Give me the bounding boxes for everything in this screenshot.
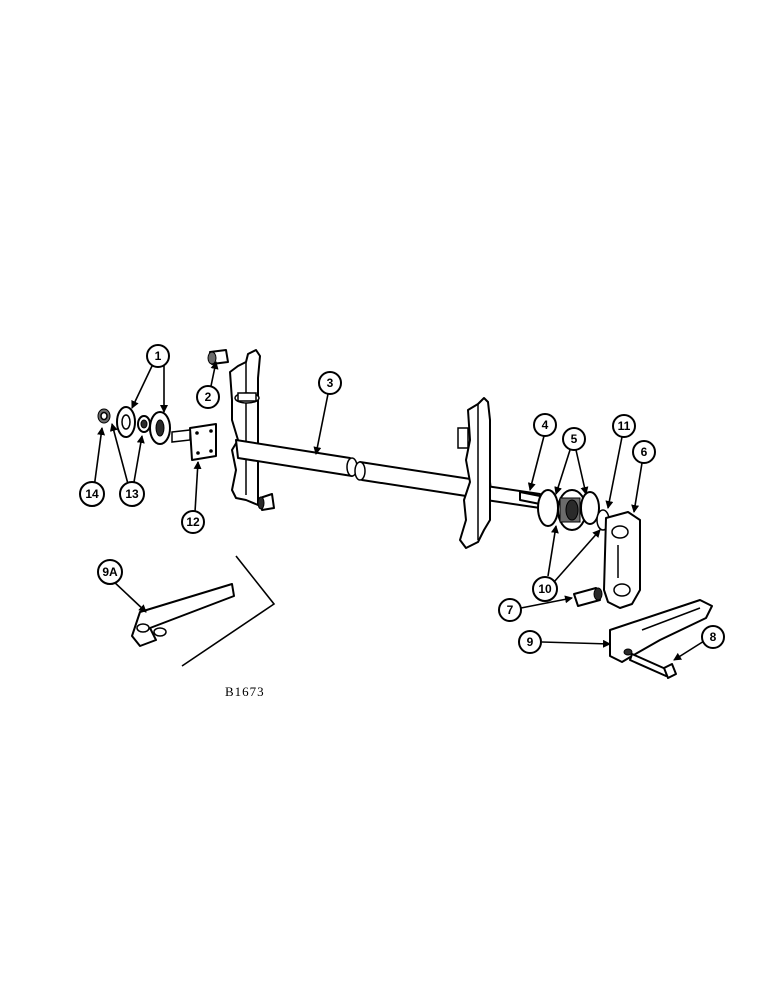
svg-text:9A: 9A [102, 565, 118, 579]
right-bracket [457, 397, 491, 549]
left-bracket [229, 349, 261, 506]
svg-text:1: 1 [155, 349, 162, 363]
shaft-3 [235, 439, 541, 509]
callout-6: 6 [632, 440, 656, 464]
spacer-2 [207, 349, 229, 365]
bearing-flange-right [537, 489, 610, 531]
svg-text:7: 7 [507, 603, 514, 617]
callout-1: 1 [146, 344, 170, 368]
svg-text:9: 9 [527, 635, 534, 649]
callout-11: 11 [612, 414, 636, 438]
bearing-insert-13 [137, 415, 151, 433]
arm-6 [603, 511, 641, 609]
svg-text:10: 10 [538, 582, 552, 596]
bearing-flange-left [149, 411, 171, 445]
bearing-flange-outer [116, 406, 136, 438]
callout-13: 13 [119, 481, 145, 507]
svg-text:6: 6 [641, 445, 648, 459]
callout-9a: 9A [97, 559, 123, 585]
callout-5: 5 [562, 427, 586, 451]
svg-text:2: 2 [205, 390, 212, 404]
callout-2: 2 [196, 385, 220, 409]
pin-7 [573, 587, 603, 607]
leader-lines [93, 361, 713, 661]
callout-12: 12 [181, 510, 205, 534]
svg-text:11: 11 [618, 419, 631, 433]
bolt-8 [629, 653, 677, 679]
plate-12 [171, 423, 217, 461]
inset-9a [131, 555, 276, 667]
callout-4: 4 [533, 413, 557, 437]
svg-text:14: 14 [85, 487, 99, 501]
callout-7: 7 [498, 598, 522, 622]
yoke-9 [609, 599, 713, 663]
svg-text:3: 3 [327, 376, 334, 390]
callout-8: 8 [701, 625, 725, 649]
callout-9: 9 [518, 630, 542, 654]
spacer-lower-left [257, 493, 275, 511]
drawing-id: B1673 [225, 684, 265, 699]
svg-text:13: 13 [125, 487, 139, 501]
svg-text:5: 5 [571, 432, 578, 446]
nut-14 [97, 408, 111, 424]
svg-text:8: 8 [710, 630, 717, 644]
callout-14: 14 [79, 481, 105, 507]
svg-text:4: 4 [542, 418, 549, 432]
callout-10: 10 [532, 576, 558, 602]
svg-text:12: 12 [186, 515, 200, 529]
callout-3: 3 [318, 371, 342, 395]
